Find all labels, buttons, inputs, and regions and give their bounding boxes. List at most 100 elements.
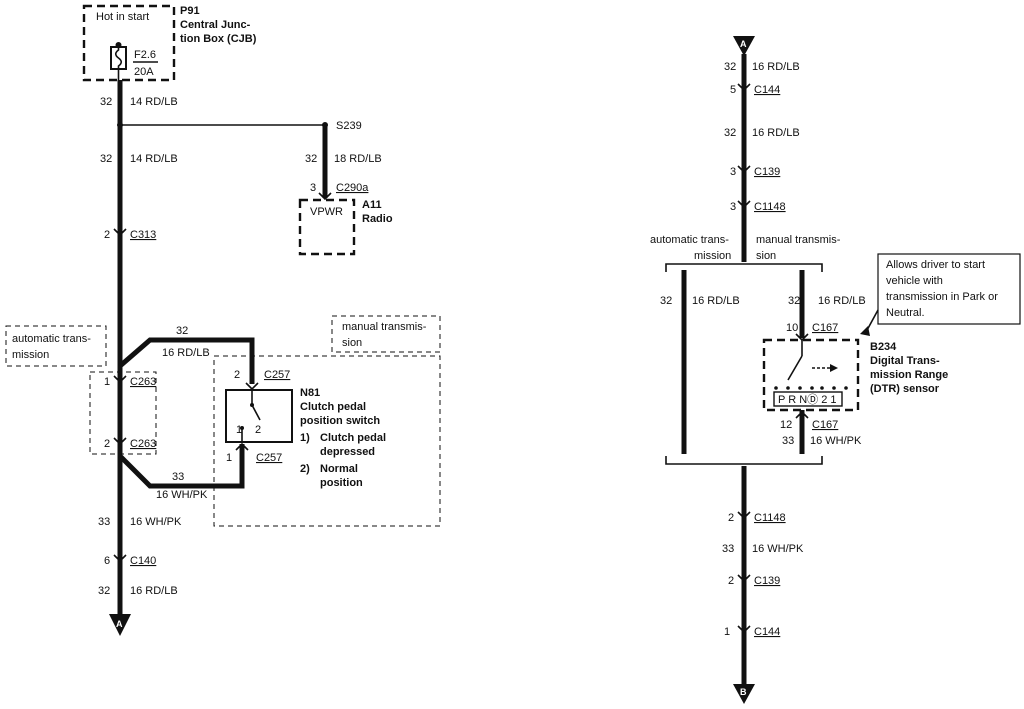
r-wire1-label: 16 RD/LB <box>752 61 800 73</box>
r-wire2-circuit: 32 <box>724 127 736 139</box>
c257-b-id: C257 <box>256 452 282 464</box>
r-c167-bottom-pin: 12 <box>780 419 792 431</box>
wire-end-circuit: 32 <box>98 585 110 597</box>
dtr-id: B234 <box>870 341 897 353</box>
right-circuit: A 32 16 RD/LB 5 C144 32 16 RD/LB 3 C139 … <box>650 36 1021 704</box>
r-c1148-bottom-pin: 2 <box>728 512 734 524</box>
r-wire-manual-label: 16 RD/LB <box>818 295 866 307</box>
switch-contact-icon <box>240 390 261 442</box>
note-arrowhead-icon <box>860 326 870 336</box>
wire-cjb-label: 14 RD/LB <box>130 96 178 108</box>
note-box <box>877 253 1021 325</box>
r-c139-bottom-id: C139 <box>754 575 780 587</box>
r-c144-top-chevron <box>737 83 751 92</box>
arrow-b-out-label: B <box>740 687 747 697</box>
wire-out-circuit: 33 <box>98 516 110 528</box>
left-circuit: Hot in start P91 Central Junc- tion Box … <box>5 4 441 636</box>
bypass-bottom-wire <box>118 444 245 489</box>
r-c144-bottom-chevron <box>737 625 751 634</box>
cjb-name-1: Central Junc- <box>180 19 251 31</box>
c257-b-pin: 1 <box>226 452 232 464</box>
c257-a-pin: 2 <box>234 369 240 381</box>
c257-a-id: C257 <box>264 369 290 381</box>
fuse-icon <box>110 42 127 80</box>
wire-radio-circuit: 32 <box>305 153 317 165</box>
arrow-a-in-label: A <box>740 39 747 49</box>
auto-region-box <box>89 371 157 455</box>
note-line-4: Neutral. <box>886 307 925 319</box>
r-c1148-bottom-chevron <box>737 511 751 520</box>
r-wire-manual-circuit: 32 <box>788 295 800 307</box>
radio-conn-pin: 3 <box>310 182 316 194</box>
r-manual-label-2: sion <box>756 250 776 262</box>
radio-conn-id: C290a <box>336 182 369 194</box>
r-c139-top-id: C139 <box>754 166 780 178</box>
c140-chevron <box>113 554 127 563</box>
switch-pos1-num: 1) <box>300 432 310 444</box>
clutch-switch-box <box>225 389 293 443</box>
bypass-top-circuit: 32 <box>176 325 188 337</box>
r-wire3-circuit: 33 <box>722 543 734 555</box>
manual-label-2: sion <box>342 337 362 349</box>
switch-pos2-1: Normal <box>320 463 358 475</box>
c263-a-chevron <box>113 375 127 384</box>
switch-pos2-2: position <box>320 477 363 489</box>
switch-contact-1: 1 <box>236 424 242 436</box>
bypass-bottom-circuit: 33 <box>172 471 184 483</box>
arrow-b-out-icon <box>733 684 755 704</box>
r-c167-top-pin: 10 <box>786 322 798 334</box>
r-c139-bottom-pin: 2 <box>728 575 734 587</box>
c140-pin: 6 <box>104 555 110 567</box>
splice-dot-left <box>117 122 123 128</box>
radio-conn-chevron <box>318 192 332 201</box>
r-wire2-label: 16 RD/LB <box>752 127 800 139</box>
r-c167-bottom-id: C167 <box>812 419 838 431</box>
manual-label-1: manual transmis- <box>342 321 427 333</box>
bypass-top-wire <box>118 337 255 384</box>
bypass-bottom-label: 16 WH/PK <box>156 489 208 501</box>
radio-pin-label: VPWR <box>310 206 343 218</box>
bypass-top-label: 16 RD/LB <box>162 347 210 359</box>
c313-chevron <box>113 228 127 237</box>
wire-end-label: 16 RD/LB <box>130 585 178 597</box>
r-c139-top-pin: 3 <box>730 166 736 178</box>
r-c139-bottom-chevron <box>737 574 751 583</box>
switch-pos2-num: 2) <box>300 463 310 475</box>
dtr-name-2: mission Range <box>870 369 948 381</box>
auto-label-2: mission <box>12 349 49 361</box>
radio-box <box>298 198 356 256</box>
r-c167-bottom-chevron <box>795 410 809 419</box>
r-wire-auto-label: 16 RD/LB <box>692 295 740 307</box>
c263-b-chevron <box>113 437 127 446</box>
cjb-name-2: tion Box (CJB) <box>180 33 257 45</box>
r-auto-label-2: mission <box>694 250 731 262</box>
dtr-switch-icon <box>774 340 848 390</box>
arrow-a-label: A <box>116 619 123 629</box>
switch-pos1-2: depressed <box>320 446 375 458</box>
r-c167-top-id: C167 <box>812 322 838 334</box>
c263-a-pin: 1 <box>104 376 110 388</box>
arrow-a-down-icon <box>109 614 131 636</box>
wire-main-circuit: 32 <box>100 153 112 165</box>
r-wire-sensor-label: 16 WH/PK <box>810 435 862 447</box>
r-auto-label-1: automatic trans- <box>650 234 729 246</box>
dtr-name-3: (DTR) sensor <box>870 383 940 395</box>
c263-b-id: C263 <box>130 438 156 450</box>
r-c144-bottom-id: C144 <box>754 626 780 638</box>
radio-id: A11 <box>362 199 382 211</box>
switch-name-1: Clutch pedal <box>300 401 366 413</box>
cjb-id: P91 <box>180 5 200 17</box>
switch-contact-2: 2 <box>255 424 261 436</box>
dtr-name-1: Digital Trans- <box>870 355 940 367</box>
r-wire3-label: 16 WH/PK <box>752 543 804 555</box>
dtr-positions: P R NⒹ 2 1 <box>778 393 837 406</box>
r-c1148-top-pin: 3 <box>730 201 736 213</box>
r-wire-sensor-circuit: 33 <box>782 435 794 447</box>
top-bracket <box>665 263 823 272</box>
r-c144-bottom-pin: 1 <box>724 626 730 638</box>
c140-id: C140 <box>130 555 156 567</box>
dtr-position-box <box>773 391 843 407</box>
manual-region-box <box>213 355 441 527</box>
switch-name-2: position switch <box>300 415 380 427</box>
